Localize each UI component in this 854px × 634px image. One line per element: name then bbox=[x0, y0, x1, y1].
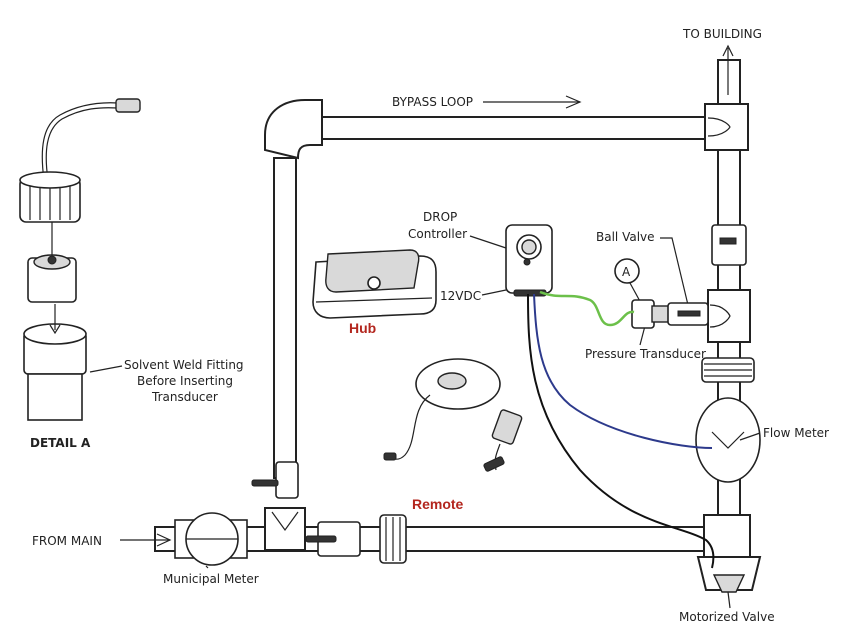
label-ball-valve: Ball Valve bbox=[596, 230, 655, 244]
leader-solvent-weld bbox=[89, 365, 123, 373]
label-solvent-weld-3: Transducer bbox=[151, 390, 218, 404]
top-right-tee bbox=[704, 103, 749, 151]
label-flow-meter: Flow Meter bbox=[763, 426, 829, 440]
label-bypass-loop: BYPASS LOOP bbox=[392, 95, 473, 109]
label-solvent-weld-1: Solvent Weld Fitting bbox=[124, 358, 244, 372]
flow-meter-body bbox=[695, 397, 761, 483]
bypass-elbow bbox=[264, 99, 323, 160]
label-municipal-meter: Municipal Meter bbox=[163, 572, 259, 586]
label-12vdc: 12VDC bbox=[440, 289, 481, 303]
label-pressure-transducer: Pressure Transducer bbox=[585, 347, 706, 361]
power-adapter bbox=[483, 409, 523, 472]
bypass-top-pipe bbox=[319, 116, 706, 140]
bypass-valve-lower bbox=[275, 461, 299, 499]
label-hub: Hub bbox=[349, 320, 376, 336]
label-from-main: FROM MAIN bbox=[32, 534, 102, 548]
label-solvent-weld-2: Before Inserting bbox=[137, 374, 233, 388]
label-drop: DROP bbox=[423, 210, 457, 224]
black-wire bbox=[527, 293, 715, 569]
label-a-marker: A bbox=[622, 265, 631, 279]
bottom-right-tee bbox=[703, 514, 751, 558]
drop-controller-device bbox=[505, 224, 553, 297]
marker-a-circle bbox=[614, 258, 640, 284]
right-ball-valve bbox=[711, 224, 747, 266]
label-motorized-valve: Motorized Valve bbox=[679, 610, 775, 624]
remote-device bbox=[383, 358, 501, 461]
blue-wire bbox=[533, 293, 713, 449]
bypass-left-pipe bbox=[273, 157, 297, 479]
cable-connector bbox=[115, 98, 141, 113]
transducer-cable bbox=[41, 102, 119, 181]
pressure-transducer-device bbox=[631, 299, 709, 329]
label-to-building: TO BUILDING bbox=[682, 27, 762, 41]
hub-device bbox=[312, 249, 437, 319]
pressure-tee bbox=[707, 289, 751, 343]
detail-a-illustration bbox=[19, 98, 141, 421]
green-wire bbox=[539, 290, 635, 327]
label-detail-a: DETAIL A bbox=[30, 436, 91, 450]
label-controller: Controller bbox=[408, 227, 467, 241]
label-remote: Remote bbox=[412, 496, 464, 512]
